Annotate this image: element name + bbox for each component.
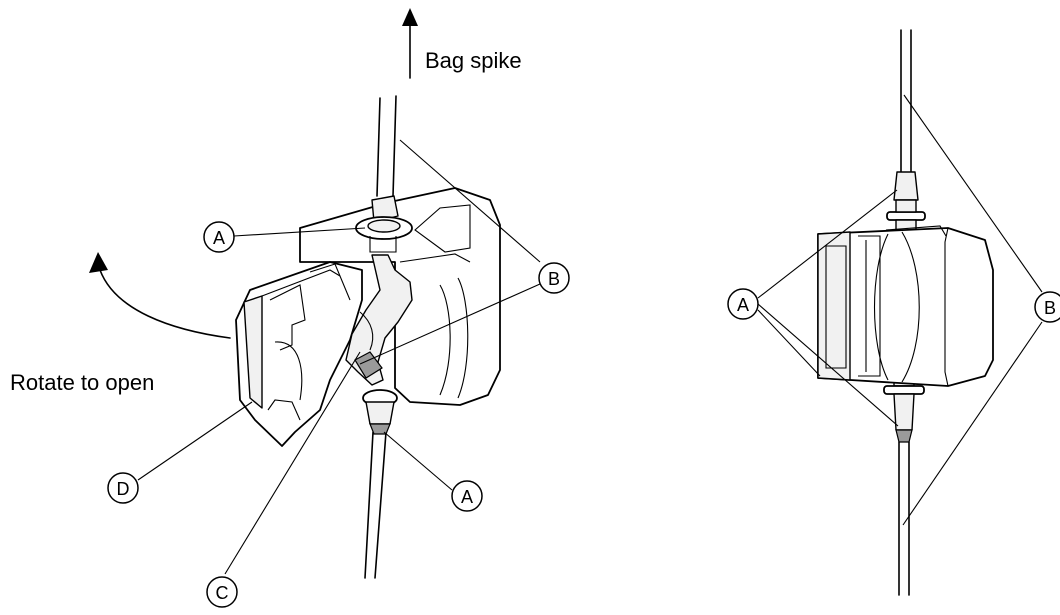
cassette-door <box>235 261 363 447</box>
right-leader-lines <box>757 94 1043 526</box>
rotate-arrow <box>89 252 231 339</box>
svg-text:A: A <box>461 487 473 507</box>
callout-a-bottom: A <box>451 480 483 512</box>
lower-tubing <box>364 431 387 579</box>
svg-text:C: C <box>216 583 229 603</box>
rotate-to-open-label: Rotate to open <box>10 370 154 395</box>
right-bottom-fitting <box>883 375 925 443</box>
bag-spike-label: Bag spike <box>425 48 522 73</box>
callout-c: C <box>206 576 238 608</box>
callout-d: D <box>107 472 139 504</box>
right-cassette-body <box>817 225 994 387</box>
pumping-segment <box>345 254 413 386</box>
right-view-closed-cassette: A B <box>727 29 1060 596</box>
left-view-open-cassette: Bag spike <box>10 8 570 608</box>
svg-text:D: D <box>117 479 130 499</box>
right-tubing <box>898 29 912 596</box>
svg-text:B: B <box>1044 298 1056 318</box>
callout-a-top: A <box>203 221 235 253</box>
top-fitment <box>355 195 413 253</box>
callout-a-right: A <box>727 288 759 320</box>
svg-text:A: A <box>213 228 225 248</box>
svg-text:B: B <box>548 269 560 289</box>
svg-text:A: A <box>737 295 749 315</box>
bottom-fitment <box>362 389 398 435</box>
left-leader-lines <box>137 139 541 575</box>
callout-b-left: B <box>538 262 570 294</box>
upper-tubing <box>376 95 397 197</box>
right-top-fitting <box>886 171 926 235</box>
bag-spike-arrow <box>402 8 418 79</box>
callout-b-right: B <box>1034 291 1060 323</box>
